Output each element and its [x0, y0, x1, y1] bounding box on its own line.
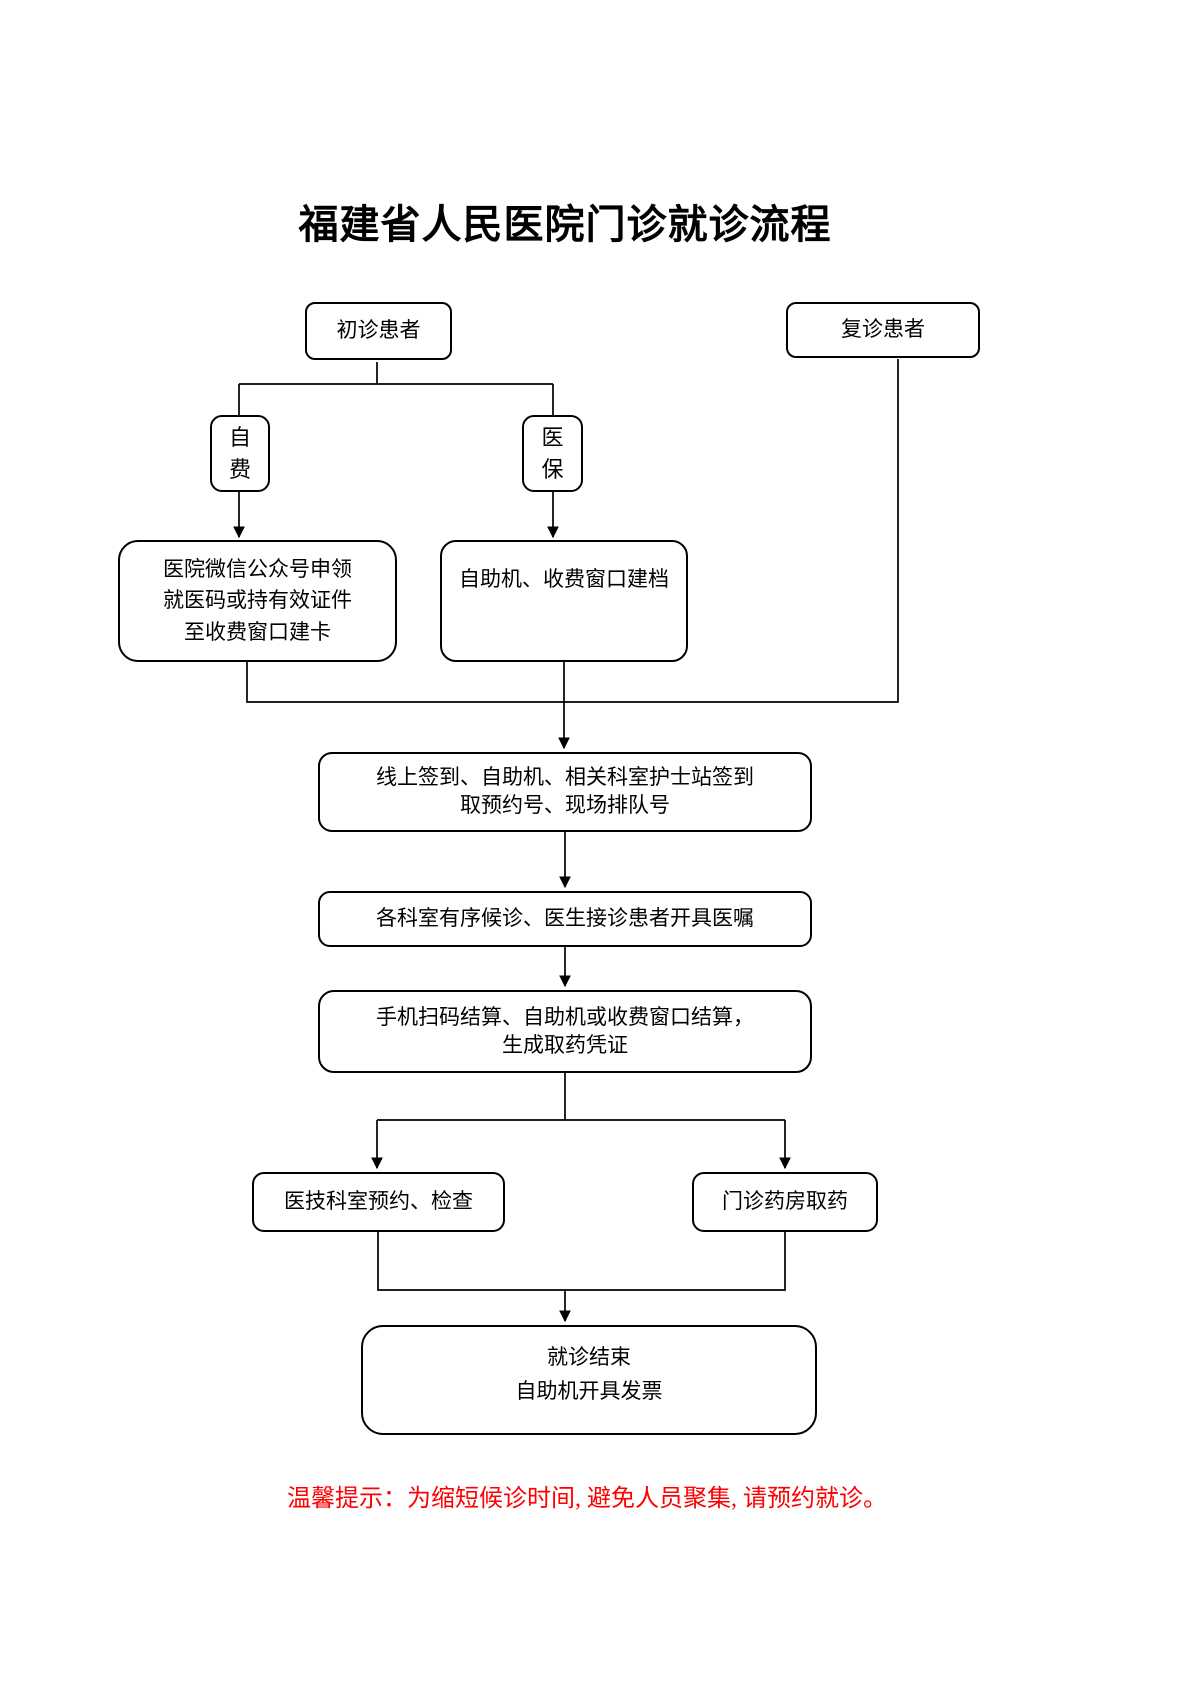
node-label: 保 [541, 456, 564, 482]
node-visit-end: 就诊结束 自助机开具发票 [361, 1325, 817, 1435]
node-label: 门诊药房取药 [722, 1189, 848, 1214]
edge-first-visit-branch [238, 362, 554, 415]
page-title: 福建省人民医院门诊就诊流程 [298, 202, 832, 247]
node-label: 取预约号、现场排队号 [460, 793, 670, 817]
node-self-service-archive: 自助机、收费窗口建档 [440, 540, 688, 662]
node-checkin-sign: 线上签到、自助机、相关科室护士站签到 取预约号、现场排队号 [318, 752, 812, 832]
edge-merge-medtech-pharmacy [377, 1232, 786, 1291]
node-label: 至收费窗口建卡 [184, 619, 331, 644]
node-label: 复诊患者 [841, 317, 925, 342]
node-consultation: 各科室有序候诊、医生接诊患者开具医嘱 [318, 891, 812, 947]
node-first-visit-patient: 初诊患者 [305, 302, 452, 360]
edge-merge-return-visit [246, 359, 899, 703]
node-label: 医 [541, 424, 564, 450]
edge-settlement-split [377, 1073, 785, 1121]
node-label: 就医码或持有效证件 [163, 588, 352, 613]
node-label: 自助机、收费窗口建档 [459, 567, 669, 591]
node-label: 就诊结束 [547, 1345, 631, 1369]
node-medical-insurance: 医 保 [522, 415, 583, 492]
node-medtech-appointment: 医技科室预约、检查 [252, 1172, 505, 1232]
node-label: 生成取药凭证 [502, 1032, 628, 1057]
node-payment-settlement: 手机扫码结算、自助机或收费窗口结算， 生成取药凭证 [318, 990, 812, 1073]
node-wechat-register-card: 医院微信公众号申领 就医码或持有效证件 至收费窗口建卡 [118, 540, 397, 662]
node-self-pay: 自 费 [210, 415, 270, 492]
node-label: 医技科室预约、检查 [284, 1189, 473, 1214]
node-label: 线上签到、自助机、相关科室护士站签到 [376, 765, 754, 790]
node-label: 各科室有序候诊、医生接诊患者开具医嘱 [376, 906, 754, 931]
notice-text: 温馨提示：为缩短候诊时间, 避免人员聚集, 请预约就诊。 [287, 1486, 887, 1512]
node-label: 初诊患者 [336, 318, 421, 343]
node-label: 医院微信公众号申领 [163, 556, 352, 581]
node-label: 手机扫码结算、自助机或收费窗口结算， [376, 1004, 754, 1029]
node-pharmacy-dispense: 门诊药房取药 [692, 1172, 878, 1232]
node-label: 费 [228, 456, 251, 482]
node-label: 自 [228, 424, 251, 450]
node-label: 自助机开具发票 [515, 1378, 663, 1403]
node-return-visit-patient: 复诊患者 [786, 302, 980, 358]
